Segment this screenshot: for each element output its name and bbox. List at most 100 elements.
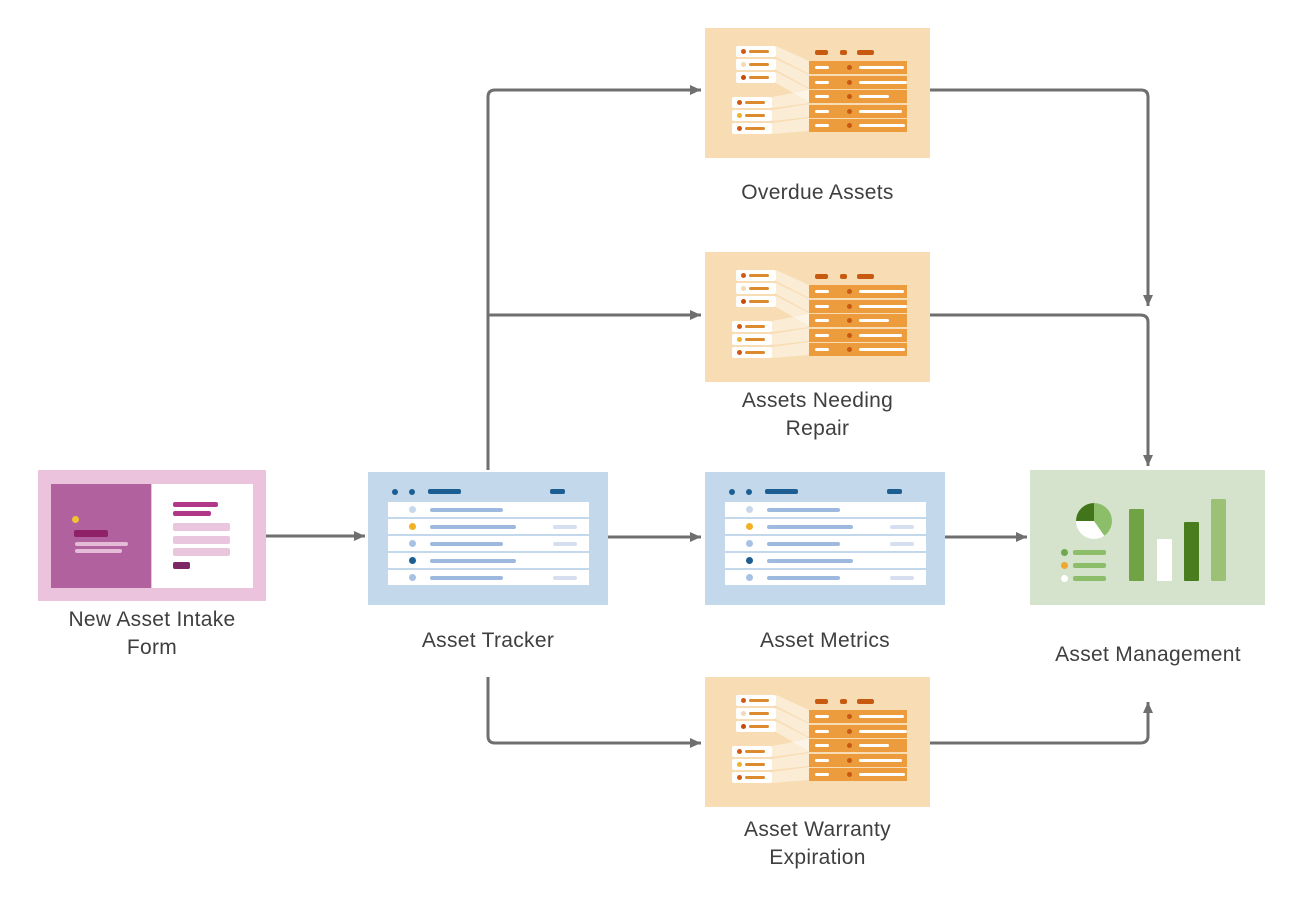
source-record bbox=[732, 759, 772, 770]
form-heading-line bbox=[173, 502, 218, 507]
table-row bbox=[809, 104, 907, 118]
row-text-line bbox=[767, 508, 840, 512]
node-asset-metrics[interactable] bbox=[705, 472, 945, 605]
node-label-asset-management: Asset Management bbox=[1055, 643, 1241, 666]
row-status-dot bbox=[409, 540, 416, 547]
row-status-dot bbox=[746, 574, 753, 581]
record-row bbox=[725, 502, 926, 517]
table-header-dash bbox=[815, 699, 828, 704]
panel-text-line bbox=[75, 549, 122, 553]
table-header-dash bbox=[815, 50, 828, 55]
panel-title-bar bbox=[74, 530, 108, 537]
table-header-dash bbox=[840, 699, 847, 704]
source-record bbox=[732, 347, 772, 358]
table-row bbox=[809, 299, 907, 313]
source-record bbox=[736, 270, 776, 281]
source-record bbox=[736, 72, 776, 83]
bar-chart-bar bbox=[1184, 522, 1199, 581]
edge-warranty-to-management bbox=[930, 702, 1153, 745]
source-record bbox=[732, 123, 772, 134]
linked-table bbox=[809, 285, 907, 358]
form-field bbox=[173, 536, 230, 544]
link-beams bbox=[772, 270, 809, 358]
source-record bbox=[732, 321, 772, 332]
toolbar-dot bbox=[729, 489, 735, 495]
node-asset-tracker[interactable] bbox=[368, 472, 608, 605]
node-new-asset-intake-form[interactable] bbox=[38, 470, 266, 601]
table-row bbox=[809, 61, 907, 74]
table-row bbox=[809, 285, 907, 298]
legend-dot bbox=[1061, 575, 1068, 582]
table-header-dash bbox=[840, 274, 847, 279]
bar-chart-bar bbox=[1211, 499, 1226, 581]
table-row bbox=[809, 753, 907, 767]
table-row bbox=[809, 739, 907, 752]
table-row bbox=[809, 119, 907, 132]
row-status-dot bbox=[409, 506, 416, 513]
row-text-line bbox=[430, 525, 516, 529]
row-status-dot bbox=[409, 523, 416, 530]
table-row bbox=[809, 314, 907, 327]
form-submit-button bbox=[173, 562, 190, 569]
source-record bbox=[736, 695, 776, 706]
form-fields-panel bbox=[152, 484, 253, 588]
table-header-dash bbox=[857, 699, 874, 704]
node-label-asset-warranty-expiration: Asset Warranty Expiration bbox=[744, 818, 891, 869]
table-row bbox=[809, 768, 907, 781]
source-record bbox=[736, 283, 776, 294]
row-text-line bbox=[767, 576, 840, 580]
source-record bbox=[736, 46, 776, 57]
toolbar-title-bar bbox=[428, 489, 461, 494]
form-field bbox=[173, 548, 230, 556]
record-row bbox=[388, 502, 589, 517]
source-record bbox=[732, 772, 772, 783]
toolbar-dot bbox=[392, 489, 398, 495]
toolbar-action-bar bbox=[887, 489, 902, 494]
table-header-dash bbox=[815, 274, 828, 279]
row-status-dot bbox=[746, 540, 753, 547]
status-dot bbox=[72, 516, 79, 523]
toolbar-dot bbox=[746, 489, 752, 495]
row-text-line bbox=[767, 559, 853, 563]
record-rows bbox=[725, 502, 926, 587]
bar-chart-bar bbox=[1157, 539, 1172, 581]
linked-table bbox=[809, 710, 907, 783]
row-text-line bbox=[430, 576, 503, 580]
linked-table bbox=[809, 61, 907, 134]
record-row bbox=[388, 570, 589, 585]
record-row bbox=[388, 536, 589, 551]
row-status-dot bbox=[746, 506, 753, 513]
form-field bbox=[173, 523, 230, 531]
record-rows bbox=[388, 502, 589, 587]
pie-chart-icon bbox=[1076, 503, 1112, 539]
legend-line bbox=[1073, 576, 1106, 581]
node-asset-warranty-expiration[interactable] bbox=[705, 677, 930, 807]
legend-line bbox=[1073, 563, 1106, 568]
table-header-dash bbox=[840, 50, 847, 55]
source-record bbox=[732, 97, 772, 108]
node-label-new-asset-intake-form: New Asset Intake Form bbox=[68, 608, 236, 659]
record-row bbox=[725, 553, 926, 568]
row-text-line bbox=[767, 525, 853, 529]
source-record bbox=[732, 334, 772, 345]
row-text-line bbox=[430, 542, 503, 546]
form-side-panel bbox=[51, 484, 151, 588]
row-meta-line bbox=[890, 525, 914, 529]
toolbar-dot bbox=[409, 489, 415, 495]
table-row bbox=[809, 75, 907, 89]
record-row bbox=[388, 553, 589, 568]
node-assets-needing-repair[interactable] bbox=[705, 252, 930, 382]
row-meta-line bbox=[890, 576, 914, 580]
table-row bbox=[809, 328, 907, 342]
row-meta-line bbox=[553, 542, 577, 546]
row-meta-line bbox=[553, 576, 577, 580]
node-label-asset-metrics: Asset Metrics bbox=[760, 629, 890, 652]
source-record bbox=[736, 296, 776, 307]
edge-tracker-to-warranty bbox=[486, 677, 701, 748]
table-header-dash bbox=[857, 50, 874, 55]
node-overdue-assets[interactable] bbox=[705, 28, 930, 158]
record-row bbox=[725, 570, 926, 585]
node-asset-management[interactable] bbox=[1030, 470, 1265, 605]
toolbar-action-bar bbox=[550, 489, 565, 494]
